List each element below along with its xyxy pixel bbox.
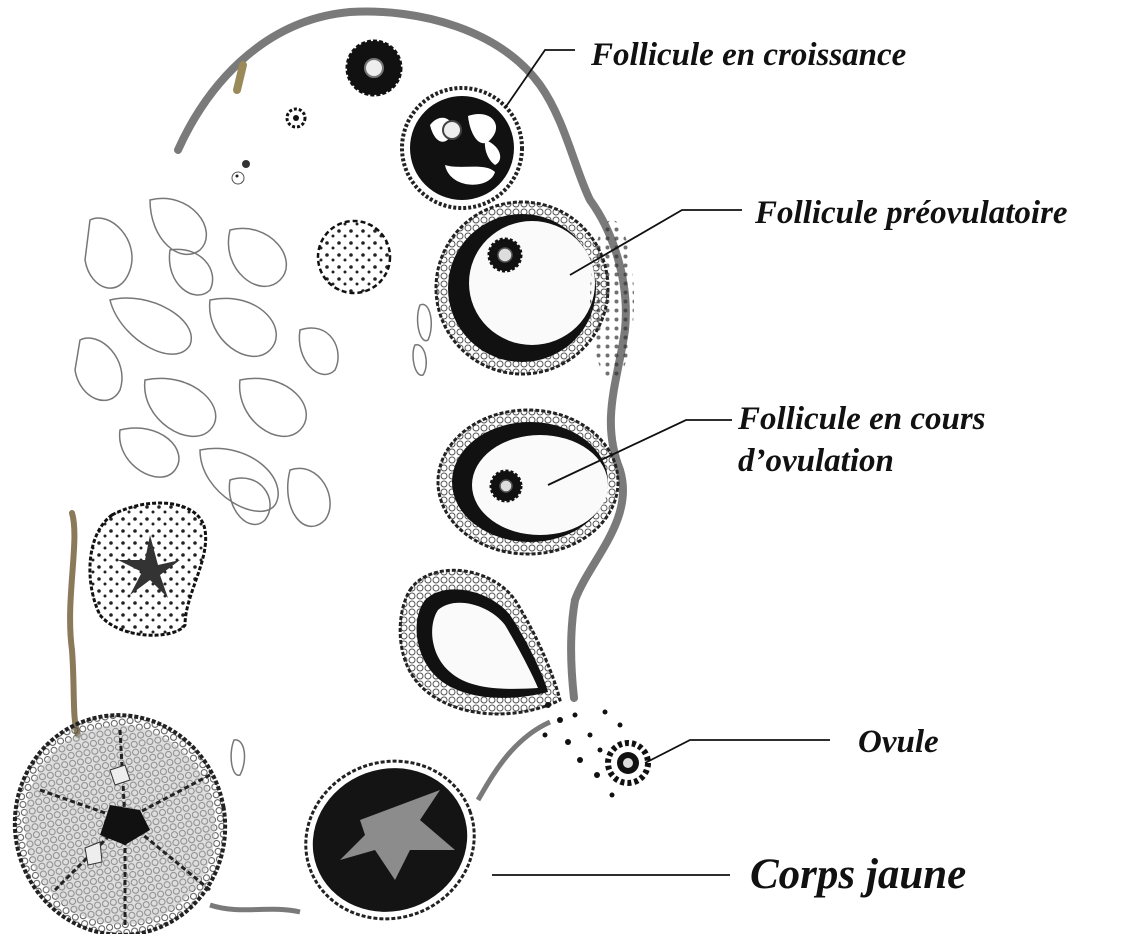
capsule-base-segment (210, 905, 300, 912)
label-ovulating-follicle-line1: Follicule en cours (738, 402, 986, 437)
corpus-luteum (283, 738, 496, 934)
label-ovule: Ovule (858, 725, 939, 760)
leader-ovule (645, 740, 830, 763)
medulla-vessels (75, 198, 431, 775)
corpus-albicans-small (90, 503, 206, 635)
released-cells (543, 702, 623, 798)
label-ovulating-follicle-line2: d’ovulation (738, 444, 894, 479)
label-preovulatory-follicle: Follicule préovulatoire (755, 196, 1068, 231)
primordial-follicles (232, 109, 305, 184)
ovule (608, 743, 648, 783)
early-follicle (318, 221, 390, 293)
ovulating-follicle (438, 410, 618, 554)
ruptured-follicle (400, 570, 560, 714)
label-growing-follicle: Follicule en croissance (591, 38, 906, 73)
corpus-albicans-large (0, 698, 243, 934)
primary-follicle (347, 41, 401, 95)
label-corpus-luteum: Corps jaune (750, 852, 966, 897)
capsule-bottom-segment (478, 722, 550, 800)
preovulatory-follicle (436, 202, 634, 380)
capsule-left-segment (70, 513, 78, 735)
growing-follicle (402, 88, 522, 208)
